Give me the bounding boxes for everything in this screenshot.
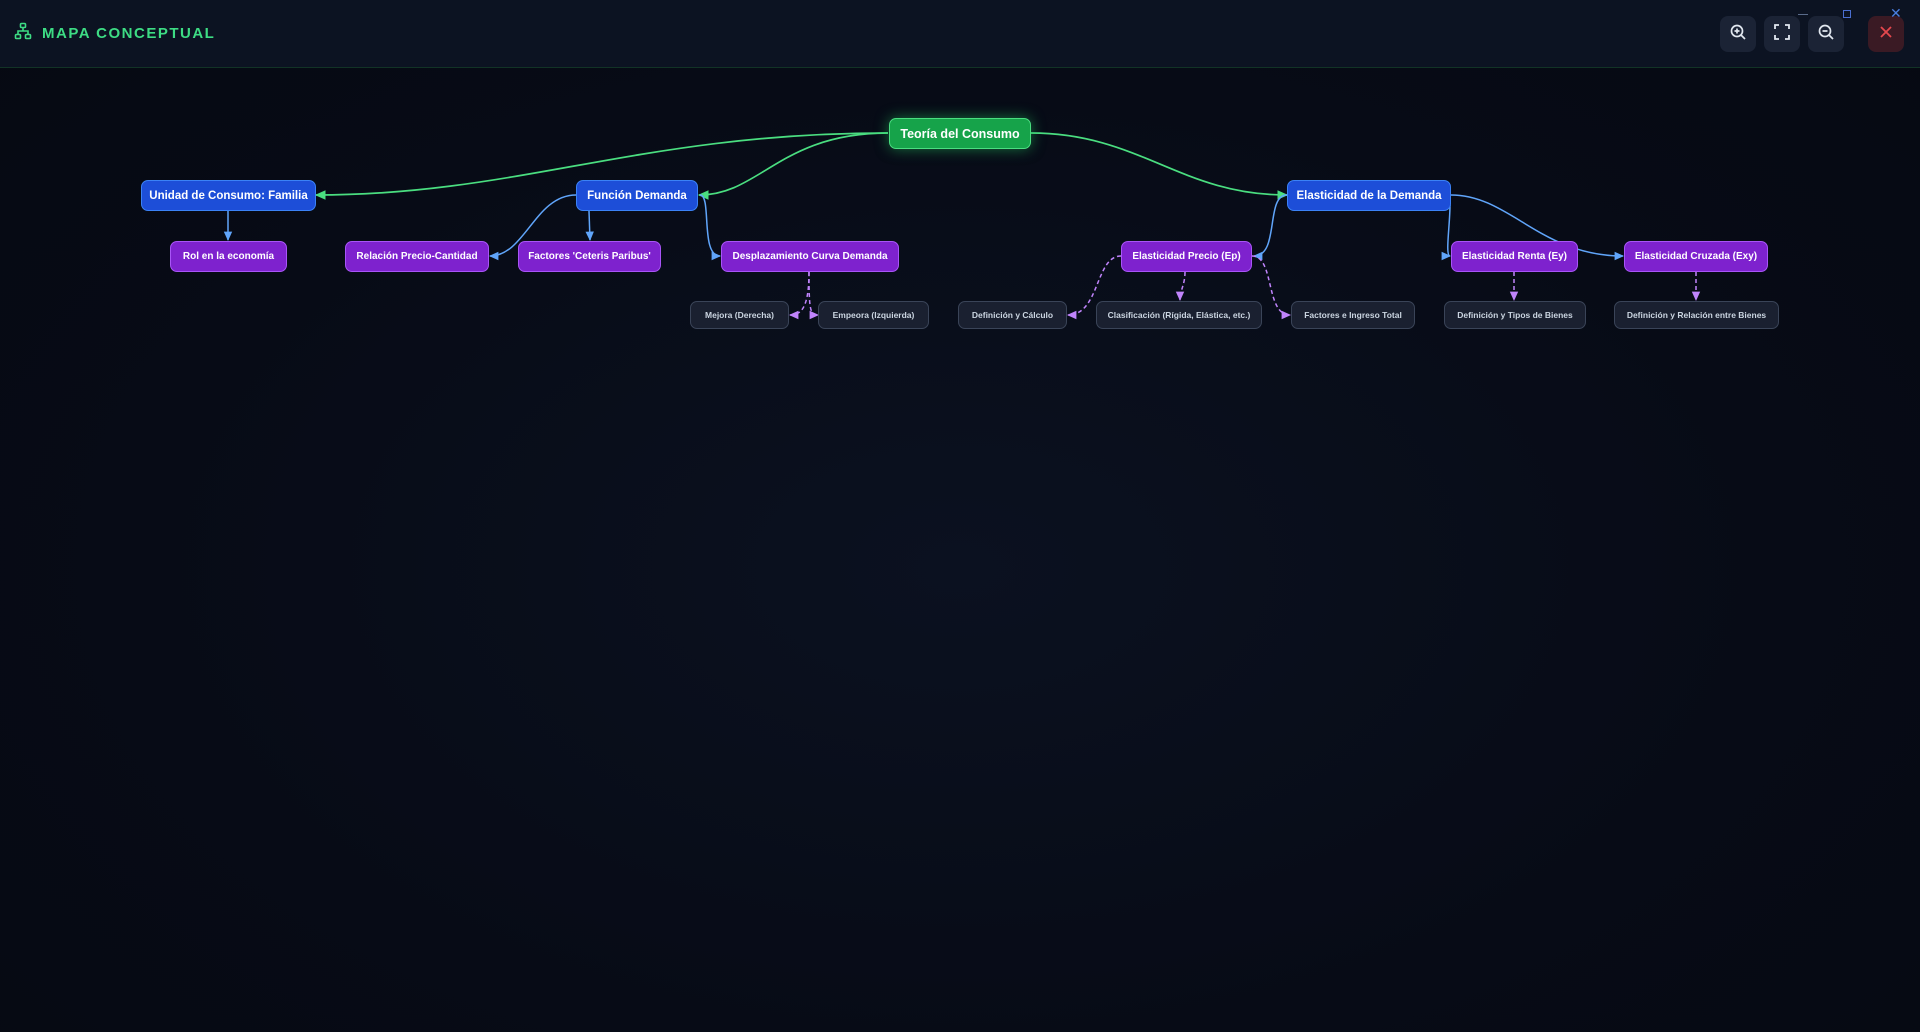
sitemap-icon <box>14 22 32 45</box>
node-definicion-calculo[interactable]: Definición y Cálculo <box>958 301 1067 329</box>
edge-precio-definicion <box>1066 255 1122 320</box>
page-title: MAPA CONCEPTUAL <box>42 25 216 42</box>
edge-elasticidad-precio <box>1252 194 1288 261</box>
node-root[interactable]: Teoría del Consumo <box>889 118 1031 149</box>
zoom-in-icon <box>1729 23 1747 46</box>
node-unidad-consumo[interactable]: Unidad de Consumo: Familia <box>141 180 316 211</box>
minimize-icon[interactable] <box>1798 14 1808 15</box>
node-rol-economia[interactable]: Rol en la economía <box>170 241 287 272</box>
node-mejora-derecha[interactable]: Mejora (Derecha) <box>690 301 789 329</box>
edge-desplazamiento-empeora <box>808 271 820 320</box>
fullscreen-button[interactable] <box>1764 16 1800 52</box>
zoom-out-button[interactable] <box>1808 16 1844 52</box>
node-definicion-tipos-bienes[interactable]: Definición y Tipos de Bienes <box>1444 301 1586 329</box>
zoom-in-button[interactable] <box>1720 16 1756 52</box>
node-factores-ingreso-total[interactable]: Factores e Ingreso Total <box>1291 301 1415 329</box>
edge-elasticidad-renta <box>1441 204 1452 261</box>
node-elasticidad-demanda[interactable]: Elasticidad de la Demanda <box>1287 180 1451 211</box>
zoom-out-icon <box>1817 23 1835 46</box>
title-group: MAPA CONCEPTUAL <box>14 22 215 45</box>
restore-icon[interactable] <box>1843 10 1851 18</box>
edge-elasticidad-cruzada <box>1450 194 1625 261</box>
window-close-icon[interactable]: ✕ <box>1890 5 1902 21</box>
edge-precio-factores <box>1251 255 1292 320</box>
header-bar: MAPA CONCEPTUAL <box>0 0 1920 68</box>
node-relacion-precio-cantidad[interactable]: Relación Precio-Cantidad <box>345 241 489 272</box>
edge-funcion-desplazamiento <box>699 194 722 261</box>
edge-funcion-relacion <box>488 194 577 261</box>
close-button[interactable] <box>1868 16 1904 52</box>
node-elasticidad-precio[interactable]: Elasticidad Precio (Ep) <box>1121 241 1252 272</box>
edge-root-elasticidad <box>1030 132 1289 200</box>
node-elasticidad-cruzada[interactable]: Elasticidad Cruzada (Exy) <box>1624 241 1768 272</box>
edge-root-funcion <box>697 132 889 200</box>
node-funcion-demanda[interactable]: Función Demanda <box>576 180 698 211</box>
close-icon <box>1878 24 1894 45</box>
edge-precio-clasificacion <box>1175 271 1186 302</box>
node-clasificacion[interactable]: Clasificación (Rígida, Elástica, etc.) <box>1096 301 1262 329</box>
edge-funcion-factores <box>585 210 594 242</box>
fullscreen-icon <box>1773 23 1791 46</box>
node-empeora-izquierda[interactable]: Empeora (Izquierda) <box>818 301 929 329</box>
edge-desplazamiento-mejora <box>788 271 810 320</box>
node-definicion-relacion-bienes[interactable]: Definición y Relación entre Bienes <box>1614 301 1779 329</box>
node-desplazamiento-curva[interactable]: Desplazamiento Curva Demanda <box>721 241 899 272</box>
node-factores-ceteris[interactable]: Factores 'Ceteris Paribus' <box>518 241 661 272</box>
node-elasticidad-renta[interactable]: Elasticidad Renta (Ey) <box>1451 241 1578 272</box>
edge-root-familia <box>314 132 889 200</box>
